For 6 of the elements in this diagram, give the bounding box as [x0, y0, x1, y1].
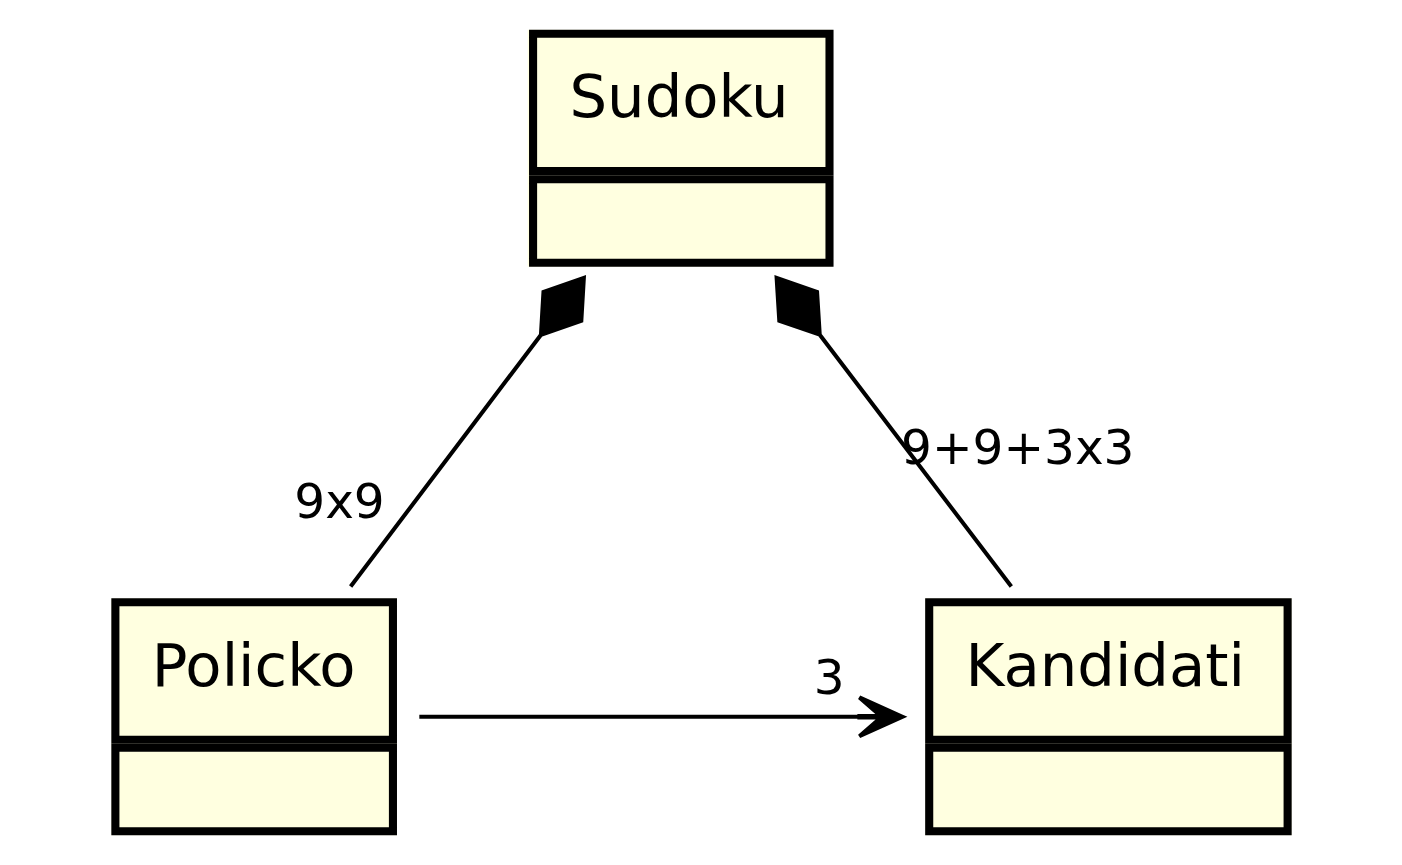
edge-label: 9+9+3x3	[900, 418, 1134, 475]
edge-label: 3	[813, 649, 845, 706]
connector	[348, 275, 586, 588]
connector	[773, 275, 1013, 588]
arrow	[418, 695, 905, 739]
edge-label: 9x9	[293, 473, 385, 530]
